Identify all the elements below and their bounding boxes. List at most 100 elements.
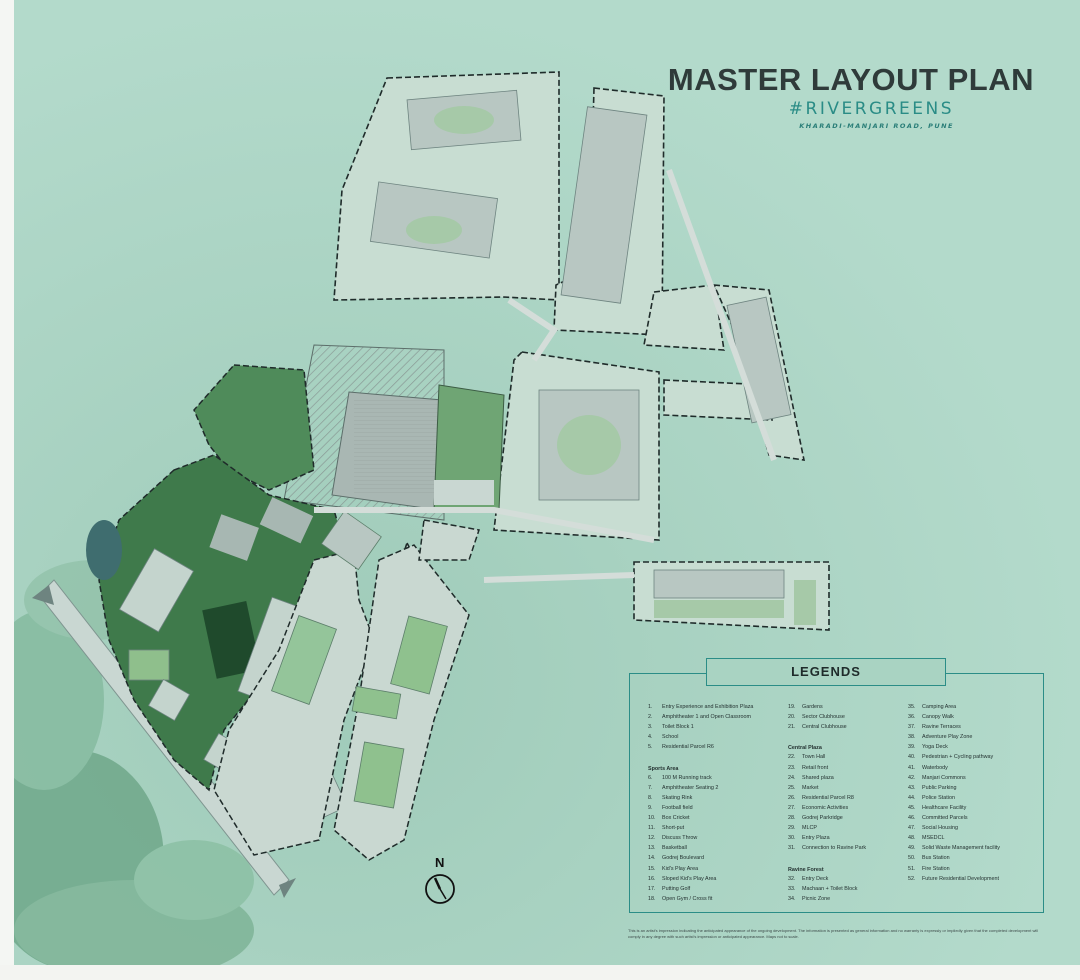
legend-item: 52.Future Residential Development [908, 874, 1038, 884]
legend-item: 12. Discuss Throw [648, 833, 778, 843]
central-plaza [283, 344, 445, 521]
legend-item-number: 39. [908, 744, 916, 751]
legend-item-label: Open Gym / Cross fit [662, 895, 713, 902]
legend-item-label: Waterbody [922, 764, 948, 771]
legend-item-label: School [662, 734, 679, 741]
bottom-strip [0, 965, 1080, 980]
legend-item-number: 6. [648, 774, 653, 781]
legend-item-label: Town Hall [802, 754, 826, 761]
legend-item-number: 18. [648, 895, 656, 902]
legend-item: 29.MLCP [788, 823, 918, 833]
legend-item-number: 47. [908, 825, 916, 832]
legend-item: 3.Toilet Block 1 [648, 722, 778, 732]
legend-item: 22.Town Hall [788, 752, 918, 762]
legend-item-number: 33. [788, 885, 796, 892]
legend-item: 50. Bus Station [908, 853, 1038, 863]
legend-item: 4. School [648, 732, 778, 742]
legend-item: 33.Machaan + Toilet Block [788, 884, 918, 894]
legend-item-label: Yoga Deck [922, 744, 948, 751]
legend-item-label: Residential Parcel R6 [662, 744, 714, 751]
legend-item-number: 11. [648, 825, 656, 832]
legend-item-number: 5. [648, 744, 653, 751]
legend-item-label: Pedestrian + Cycling pathway [922, 754, 994, 761]
legend-item-label: Social Housing [922, 825, 958, 832]
legend-item: 51.Fire Station [908, 864, 1038, 874]
legend-item-label: Residential Parcel R8 [802, 794, 854, 801]
legend-item-number: 37. [908, 724, 916, 731]
master-plan-map [14, 0, 1080, 965]
legend-item-label: Central Clubhouse [802, 724, 847, 731]
legend-item: 28. Godrej Parkridge [788, 813, 918, 823]
legend-item: 5. Residential Parcel R6 [648, 742, 778, 752]
legend-item-label: Manjari Commons [922, 774, 966, 781]
legend-item: 38.Adventure Play Zone [908, 732, 1038, 742]
legend-item: 26.Residential Parcel R8 [788, 793, 918, 803]
legend-item-number: 42. [908, 774, 916, 781]
legend-item: 37.Ravine Terraces [908, 722, 1038, 732]
legend-item: 49.Solid Waste Management facility [908, 843, 1038, 853]
legend-item-number: 10. [648, 815, 656, 822]
legend-item-number: 12. [648, 835, 656, 842]
legend-item-number: 2. [648, 714, 653, 721]
legend-item-label: Basketball [662, 845, 687, 852]
page-title: MASTER LAYOUT PLAN [667, 62, 1034, 97]
legend-item-number: 32. [788, 875, 796, 882]
legend-item: 43.Public Parking [908, 783, 1038, 793]
legend-section-ravine: Ravine Forest [788, 866, 824, 873]
legend-item-number: 19. [788, 704, 796, 710]
legend-item-label: Kid's Play Area [662, 865, 699, 872]
legend-item-number: 23. [788, 764, 796, 771]
legend-item: 41. Waterbody [908, 763, 1038, 773]
legend-item-label: Bus Station [922, 855, 950, 862]
legend-item-label: Godrej Parkridge [802, 815, 843, 822]
legend-item-label: Entry Experience and Exhibition Plaza [662, 704, 754, 710]
legend-item: 39. Yoga Deck [908, 742, 1038, 752]
legend-item: 18. Open Gym / Cross fit [648, 894, 778, 904]
legend-item-label: Discuss Throw [662, 835, 698, 842]
compass-icon [425, 874, 455, 904]
legend-item-label: Entry Deck [802, 875, 829, 882]
legend-item: 34.Picnic Zone [788, 894, 918, 904]
legend-item-label: Amphitheater Seating 2 [662, 784, 719, 791]
legend-item-number: 13. [648, 845, 656, 852]
legend-item: 17.Putting Golf [648, 884, 778, 894]
legend-item: 6.100 M Running track [648, 773, 778, 783]
legend-item-label: Economic Activities [802, 804, 849, 811]
legend-item: 13. Basketball [648, 843, 778, 853]
legend-item-number: 4. [648, 734, 653, 741]
legend-item: 31.Connection to Ravine Park [788, 843, 918, 853]
legend-item-number: 21. [788, 724, 796, 731]
legend-item-number: 34. [788, 895, 796, 902]
legend-item: 15.Kid's Play Area [648, 864, 778, 874]
legend-item-number: 38. [908, 734, 916, 741]
legend-item-label: Short-put [662, 825, 685, 832]
legend-item-number: 28. [788, 815, 796, 822]
legend-item-number: 35. [908, 704, 916, 710]
legend-item: 1.Entry Experience and Exhibition Plaza [648, 702, 778, 712]
north-courtyards [406, 106, 816, 625]
legend-item-number: 41. [908, 764, 916, 771]
legend-section-sports: Sports Area [648, 765, 679, 772]
legend-item-number: 49. [908, 845, 916, 852]
legend-item: 35.Camping Area [908, 702, 1038, 712]
legend-item-label: Box Cricket [662, 815, 690, 822]
legend-item: 21. Central Clubhouse [788, 722, 918, 732]
legend-item-number: 25. [788, 784, 796, 791]
legend-item-number: 50. [908, 855, 916, 862]
legend-item-label: Entry Plaza [802, 835, 830, 842]
south-green-blocks [271, 510, 448, 809]
legend-item-label: Committed Parcels [922, 815, 968, 822]
legend-title: LEGENDS [706, 658, 946, 686]
legend-item-number: 24. [788, 774, 796, 781]
legend-item-label: Skating Rink [662, 794, 693, 801]
legend-item-label: Gardens [802, 704, 823, 710]
legend-item: 19. Gardens [788, 702, 918, 712]
legend-item: 16.Sloped Kid's Play Area [648, 874, 778, 884]
legend-item: 42. Manjari Commons [908, 773, 1038, 783]
legend-item: 47. Social Housing [908, 823, 1038, 833]
legend-item-number: 16. [648, 875, 656, 882]
legend-item: 2.Amphitheater 1 and Open Classroom [648, 712, 778, 722]
